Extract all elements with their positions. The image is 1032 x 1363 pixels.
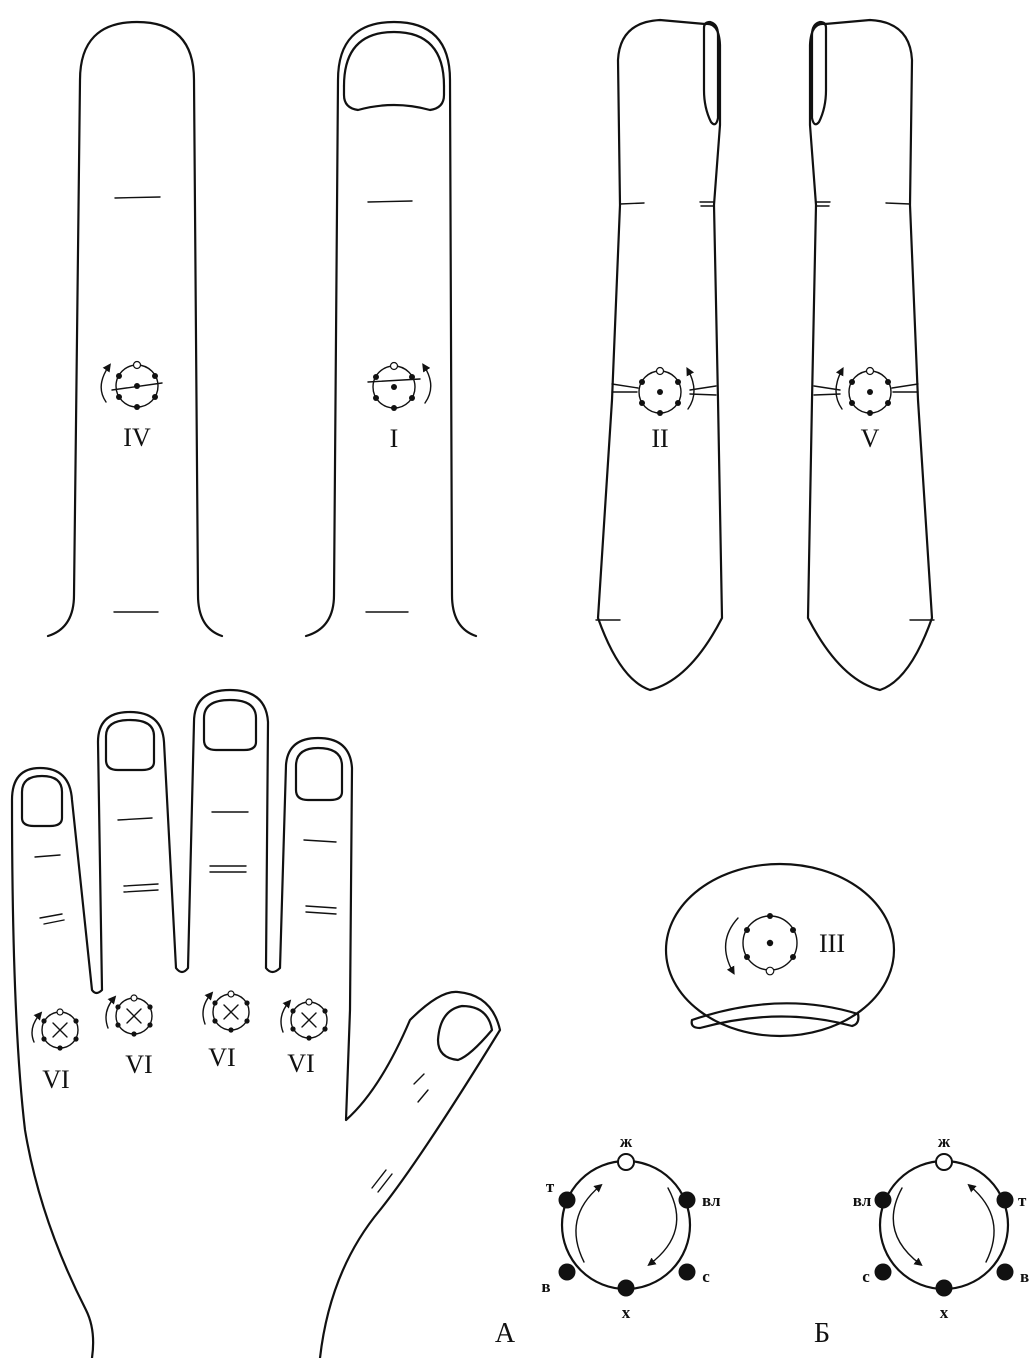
diagram-a-point-lower-right: с (702, 1267, 710, 1286)
label-vi-2: VI (125, 1050, 152, 1079)
diagram-b-point-top: ж (938, 1132, 951, 1151)
point-symbol-iii (726, 913, 797, 975)
diagram-a-point-upper-right: вл (702, 1191, 721, 1210)
point-symbol-i (368, 363, 431, 412)
label-ii: II (651, 424, 668, 453)
diagram-b (875, 1154, 1014, 1297)
point-symbol-ii (639, 368, 694, 417)
point-symbol-vi-3 (203, 991, 250, 1033)
diagram-b-point-lower-left: с (862, 1267, 870, 1286)
label-i: I (390, 424, 399, 453)
finger-ii-outline (596, 20, 722, 690)
diagram-b-point-bottom: х (940, 1303, 949, 1322)
point-symbol-vi-4 (281, 999, 328, 1041)
label-vi-1: VI (42, 1065, 69, 1094)
point-symbol-vi-2 (106, 995, 153, 1037)
label-vi-4: VI (287, 1049, 314, 1078)
diagram-a-label: А (495, 1318, 516, 1349)
finger-i-outline (306, 22, 476, 636)
diagram-b-point-upper-left: вл (853, 1191, 872, 1210)
fingertip-iii-outline (666, 864, 894, 1036)
hand-outline (12, 690, 500, 1358)
point-symbol-v (836, 368, 891, 417)
finger-iv-outline (48, 22, 222, 636)
label-vi-3: VI (208, 1043, 235, 1072)
finger-v-outline (808, 20, 934, 690)
diagram-a-point-lower-left: в (541, 1277, 550, 1296)
diagram-a-point-top: ж (620, 1132, 633, 1151)
diagram-a-point-bottom: х (622, 1303, 631, 1322)
point-symbol-iv (101, 362, 162, 411)
label-iv: IV (123, 423, 151, 452)
diagram-a (559, 1154, 696, 1297)
label-v: V (861, 424, 880, 453)
point-symbol-vi-1 (32, 1009, 79, 1051)
label-iii: III (819, 929, 845, 958)
diagram-b-label: Б (814, 1318, 830, 1349)
diagram-b-point-upper-right: т (1018, 1191, 1027, 1210)
diagram-b-point-lower-right: в (1020, 1267, 1029, 1286)
diagram-a-point-upper-left: т (546, 1177, 555, 1196)
